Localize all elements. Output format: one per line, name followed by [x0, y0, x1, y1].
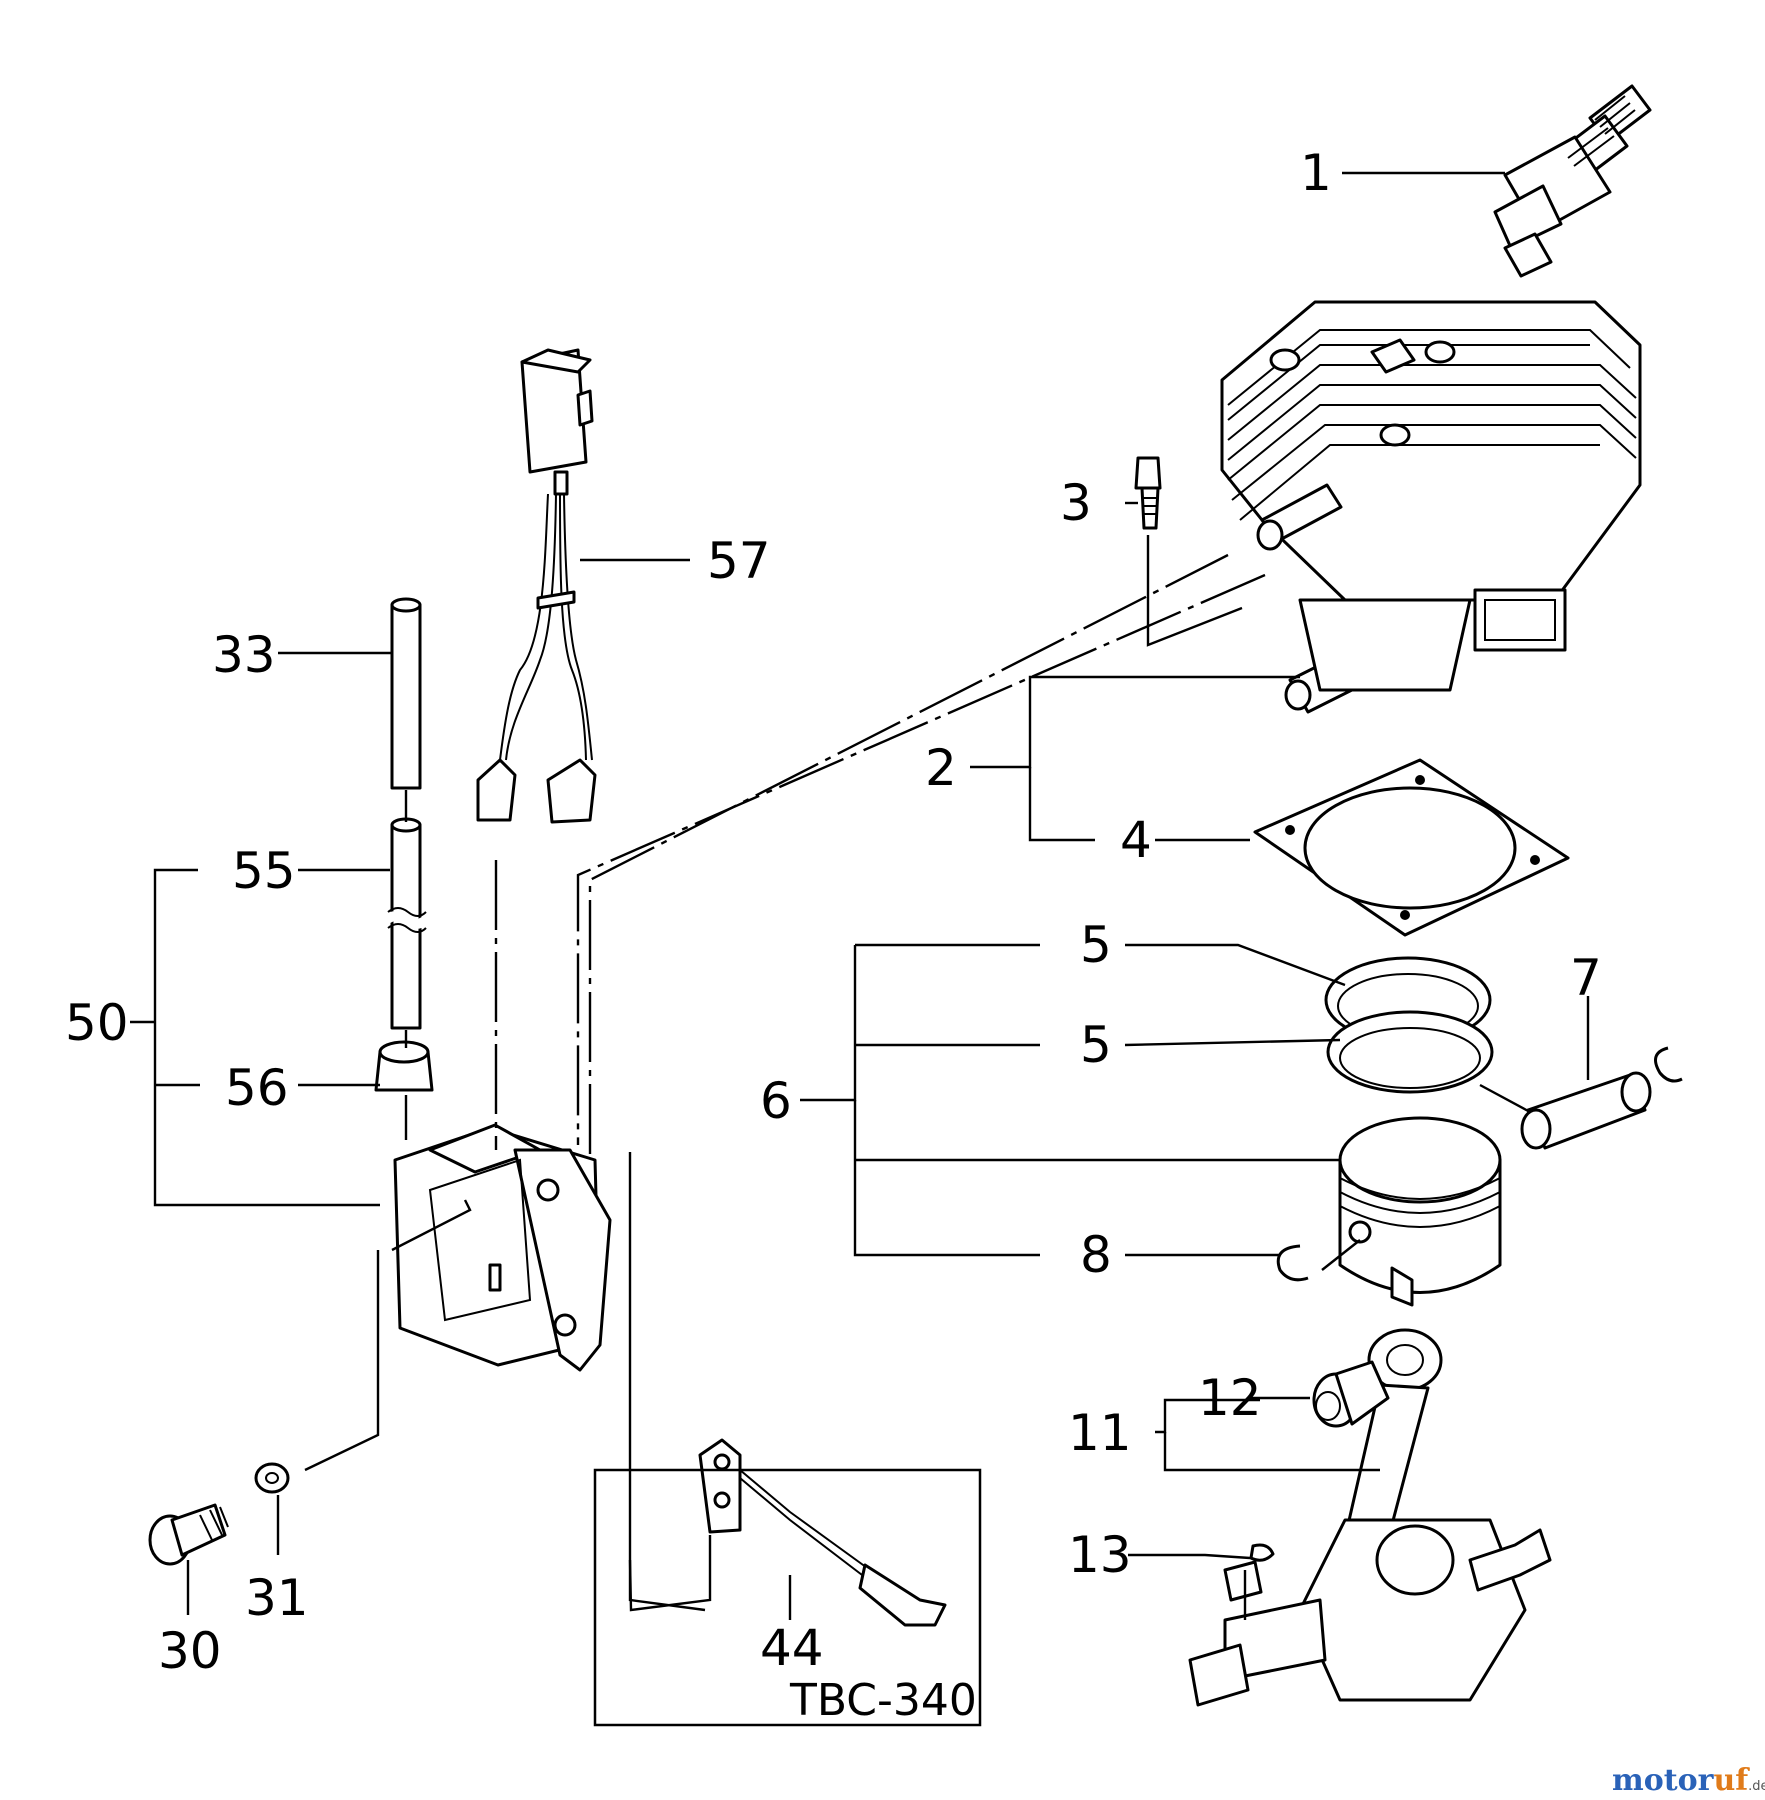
alignment-lines [404, 553, 1531, 1620]
callout-1: 1 [1300, 144, 1332, 202]
tbc-340-inset-box [593, 1468, 982, 1727]
callout-30: 30 [158, 1622, 222, 1680]
grommet-part [374, 1040, 434, 1092]
callout-57: 57 [707, 532, 771, 590]
watermark-brand-a: motor [1612, 1763, 1715, 1798]
cylinder-part [1220, 300, 1642, 714]
callout-56: 56 [225, 1059, 289, 1117]
needle-bearing-part [1312, 1360, 1390, 1428]
callout-11: 11 [1068, 1404, 1132, 1462]
piston-pin-part [1520, 1046, 1683, 1150]
callout-55: 55 [232, 842, 296, 900]
callout-12: 12 [1198, 1369, 1262, 1427]
coil-bolt-part [148, 1503, 229, 1566]
inset-model-label: TBC-340 [789, 1675, 977, 1726]
wire-harness-part [476, 348, 597, 824]
callout-5b: 5 [1080, 1016, 1112, 1074]
callout-3: 3 [1060, 474, 1092, 532]
callout-13: 13 [1068, 1526, 1132, 1584]
watermark-brand-b: uf [1713, 1763, 1750, 1798]
motoruf-watermark: motoruf.de [1612, 1763, 1765, 1798]
cylinder-screw-part [1134, 456, 1162, 530]
ground-wire-part [698, 1438, 947, 1627]
callout-6: 6 [760, 1072, 792, 1130]
spacer-tube-part [390, 597, 422, 790]
piston-clip-part [1276, 1244, 1309, 1282]
callout-31: 31 [245, 1569, 309, 1627]
callout-44: 44 [760, 1619, 824, 1677]
leader-lines [130, 171, 1590, 1620]
piston-rings-part [1324, 956, 1494, 1094]
cylinder-gasket-part [1253, 758, 1570, 937]
spark-plug-part [1493, 84, 1652, 278]
callout-5a: 5 [1080, 916, 1112, 974]
callout-7: 7 [1570, 949, 1602, 1007]
coil-washer-part [254, 1462, 290, 1494]
woodruff-key-part [1249, 1543, 1275, 1562]
callout-33: 33 [212, 626, 276, 684]
watermark-suffix: .de [1748, 1779, 1765, 1794]
piston-part [1338, 1116, 1502, 1307]
crankshaft-part [1188, 1328, 1552, 1707]
callout-4: 4 [1120, 811, 1152, 869]
callout-50: 50 [65, 994, 129, 1052]
svg-text:motoruf.de: motoruf.de [1612, 1763, 1765, 1798]
callout-2: 2 [925, 739, 957, 797]
spacer-sleeve-part [382, 817, 430, 1030]
ignition-coil-part [393, 1123, 612, 1372]
callout-8: 8 [1080, 1226, 1112, 1284]
